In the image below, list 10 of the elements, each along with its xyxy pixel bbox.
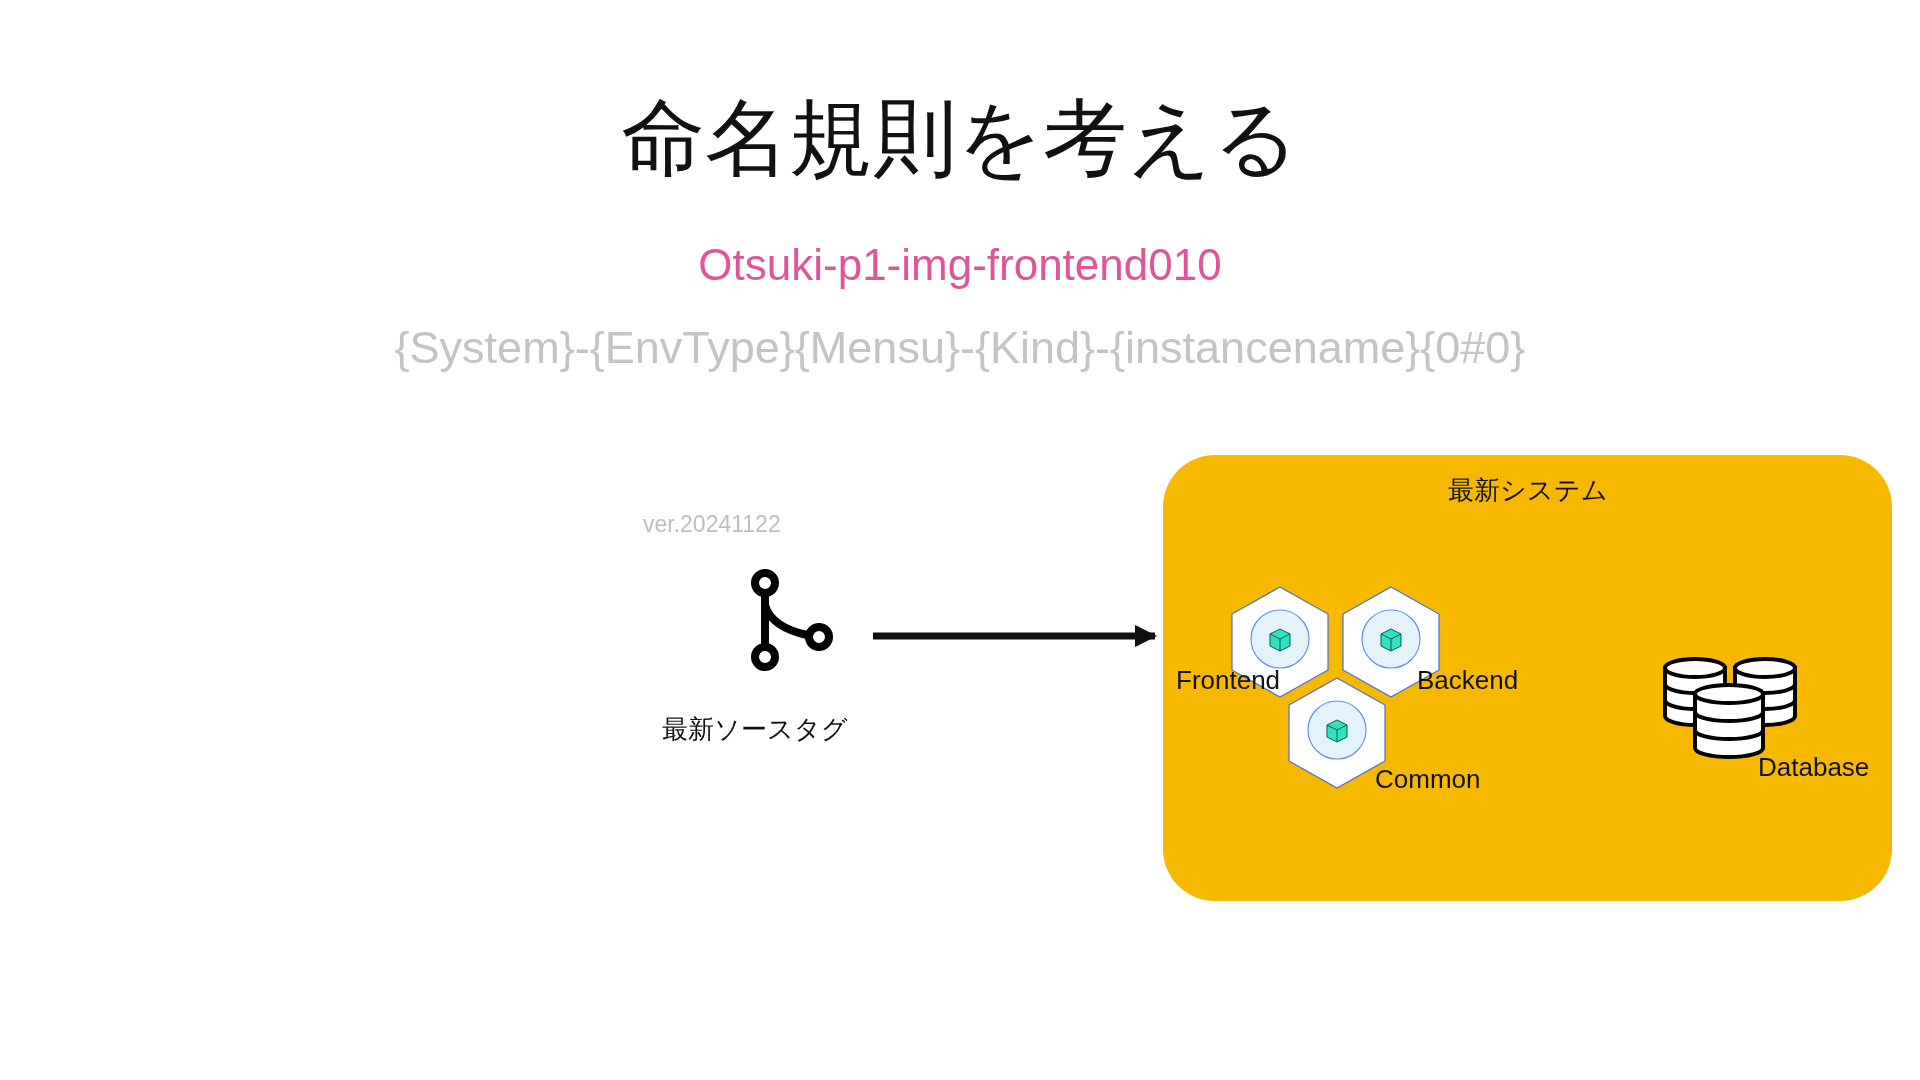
example-name: Otsuki-p1-img-frontend010 [697,240,1223,290]
version-label: ver.20241122 [643,511,781,538]
node-label: Common [1375,764,1481,794]
slide-title: 命名規則を考える [620,90,1300,187]
naming-pattern: {System}-{EnvType}{Mensu}-{Kind}-{instancename}{0#0} [393,322,1527,374]
node-label: Backend [1417,665,1519,695]
group-title: 最新システム [1446,475,1609,505]
node-label: Database [1758,752,1870,782]
system-group-panel [1163,455,1892,901]
node-label: 最新ソースタグ [661,714,849,744]
